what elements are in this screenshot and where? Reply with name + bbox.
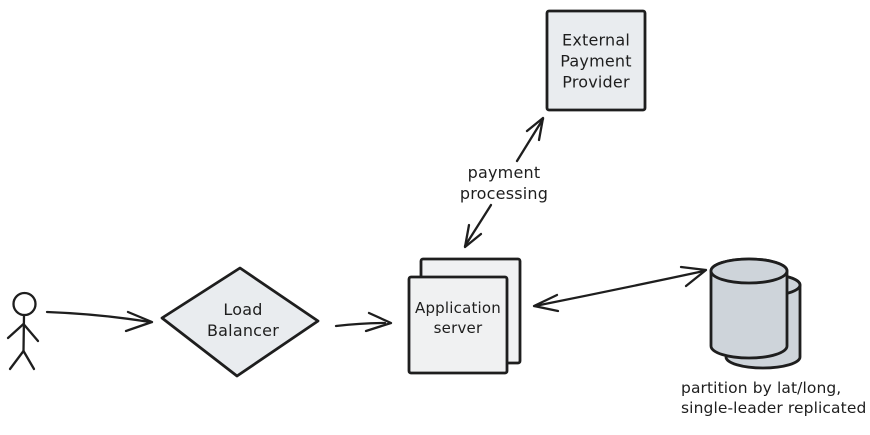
user-stick-figure bbox=[6, 291, 40, 371]
load-balancer-diamond bbox=[160, 266, 320, 378]
actor-arms bbox=[6, 322, 40, 343]
actor-legs bbox=[8, 349, 36, 371]
app-server-label: Application server bbox=[414, 299, 502, 337]
actor-head bbox=[12, 291, 37, 317]
arrow-app-server-to-database bbox=[532, 265, 708, 313]
payment-processing-label: payment processing bbox=[459, 162, 549, 203]
app-server-box-front bbox=[407, 275, 509, 375]
load-balancer-label: Load Balancer bbox=[207, 299, 279, 340]
arrow-user-to-load-balancer bbox=[45, 310, 154, 333]
arrow-app-server-to-payment-provider bbox=[463, 116, 545, 249]
arrow-load-balancer-to-app-server bbox=[334, 311, 393, 333]
database-cylinder-front bbox=[709, 257, 789, 360]
database-caption: partition by lat/long, single-leader rep… bbox=[681, 379, 867, 418]
payment-provider-box bbox=[545, 9, 647, 112]
actor-body bbox=[22, 313, 26, 353]
payment-provider-label: External Payment Provider bbox=[560, 30, 632, 92]
